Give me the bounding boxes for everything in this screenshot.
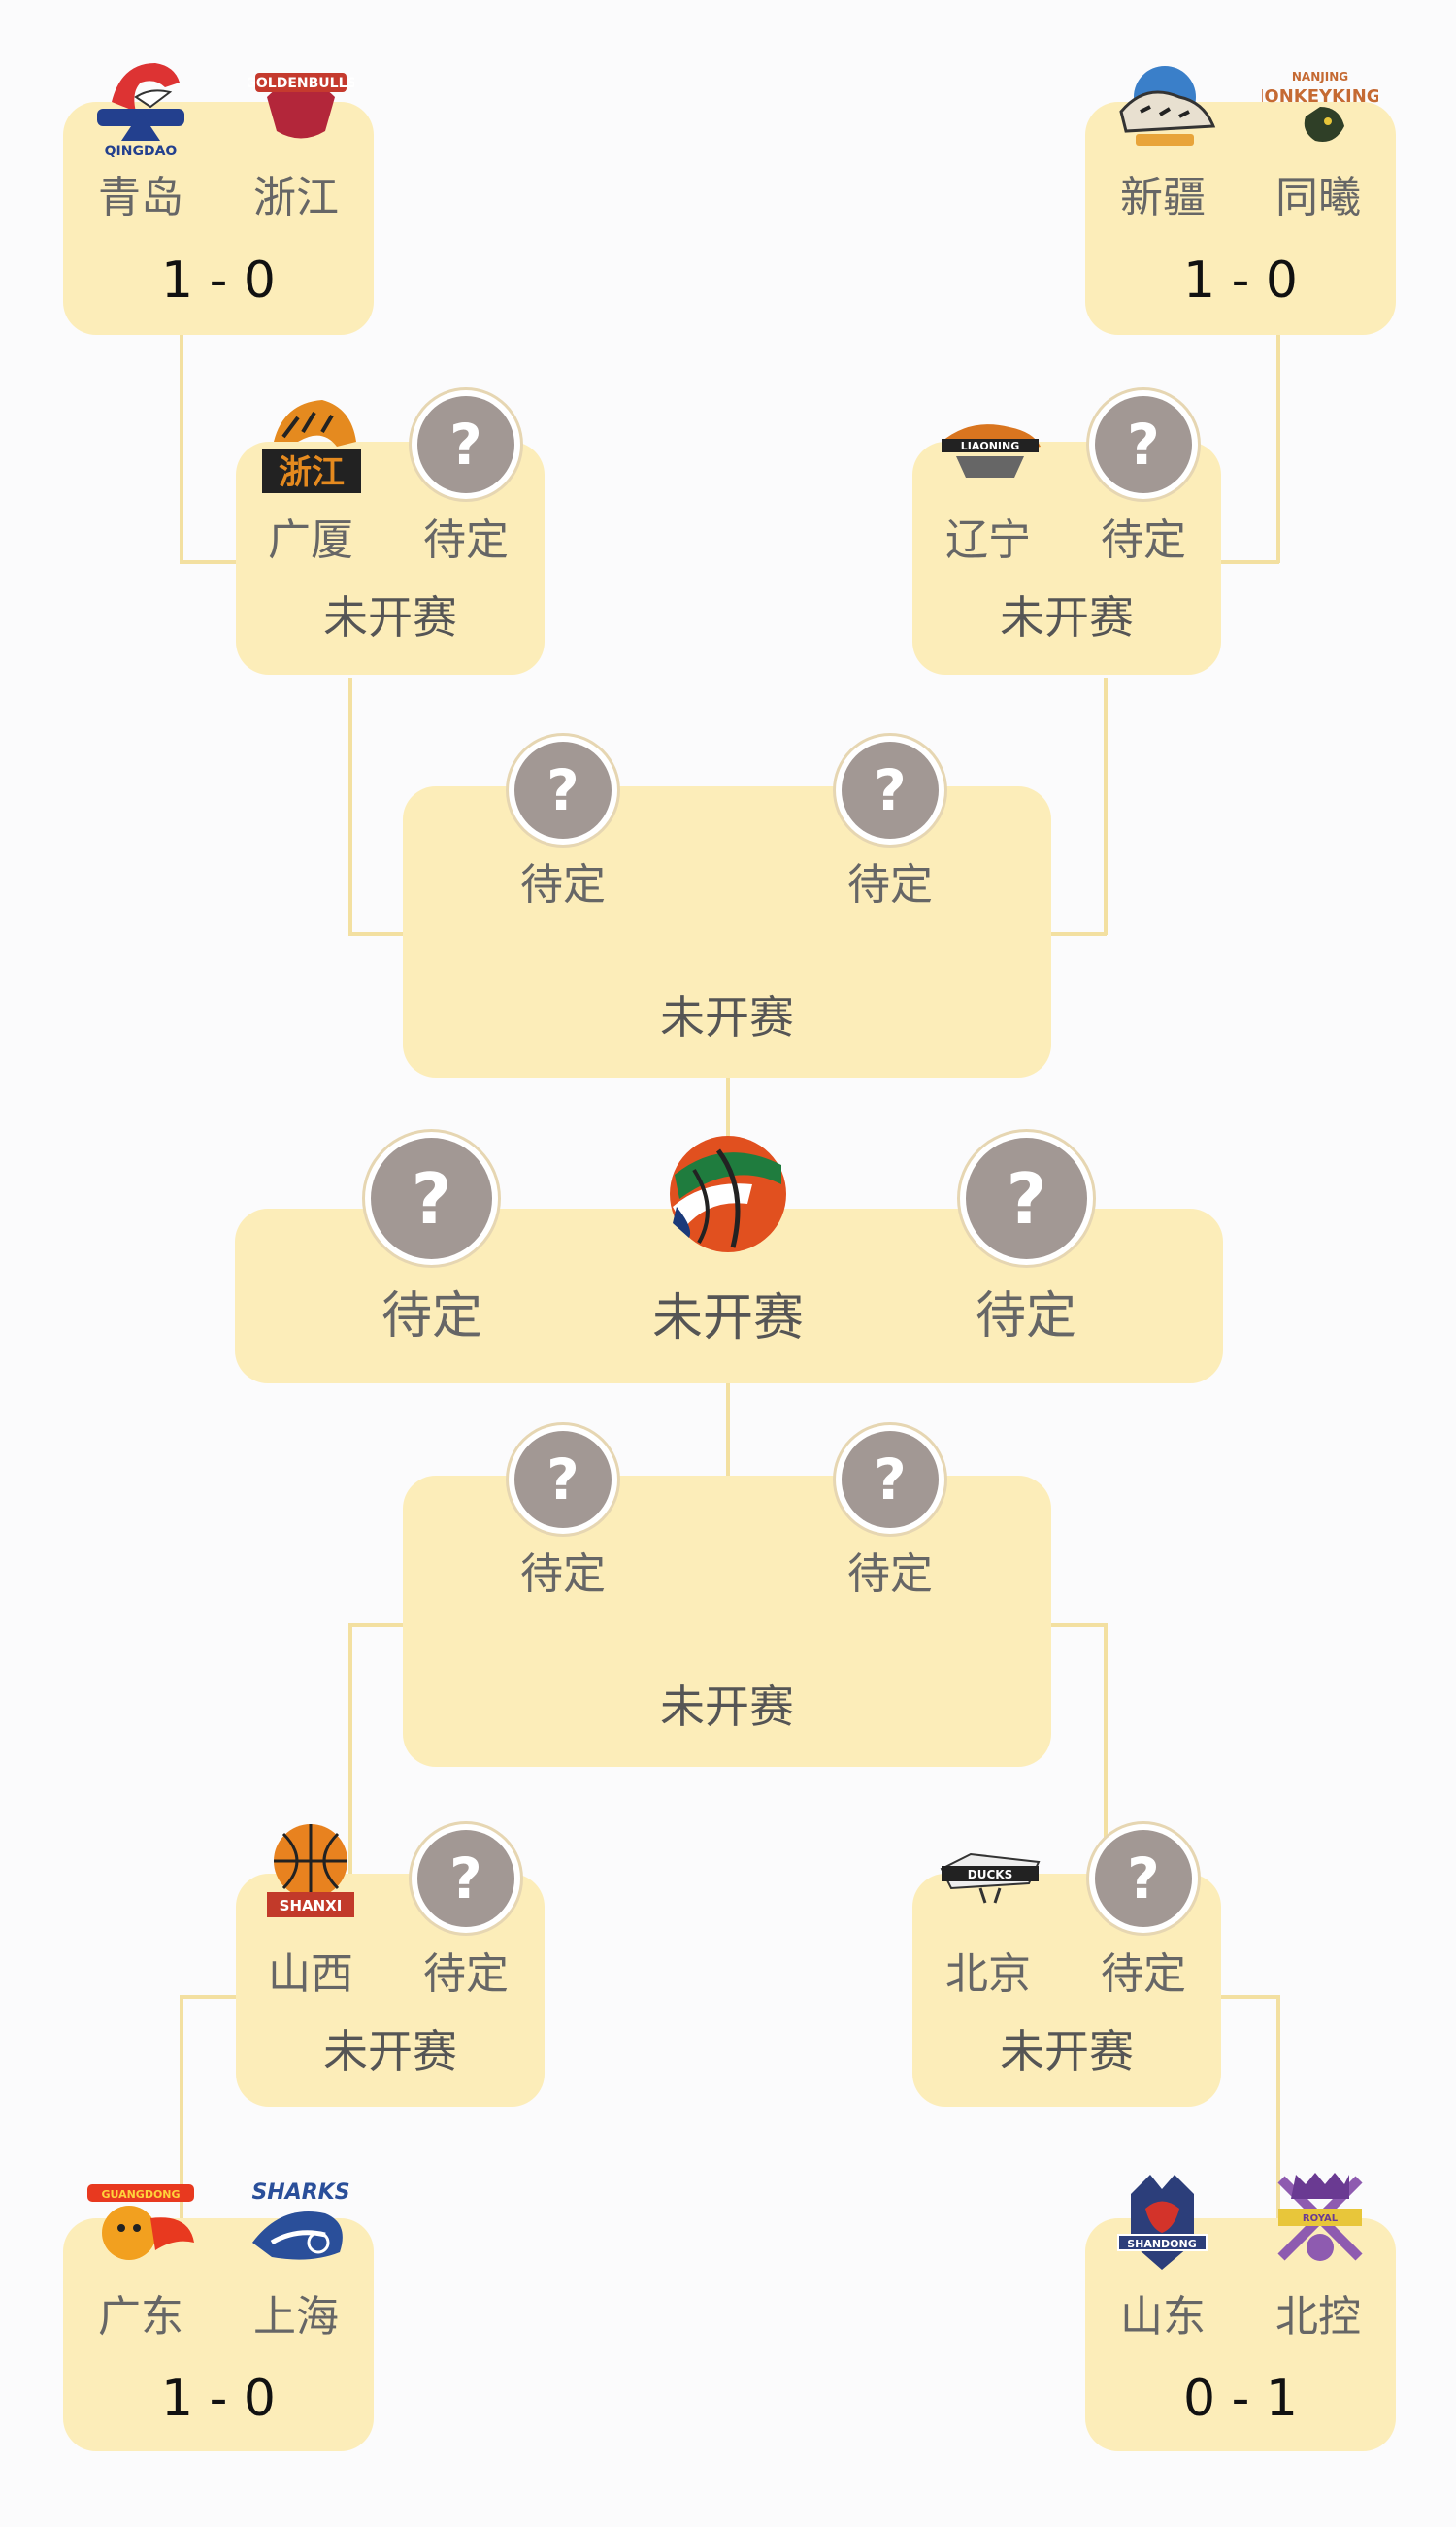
connector-line	[1221, 1995, 1279, 1999]
zhejiang-guangsha-lions-logo: 浙江	[254, 388, 369, 503]
connector-line	[180, 1995, 183, 2233]
team-name-xinjiang: 新疆	[1120, 173, 1206, 222]
team-name-shanghai: 上海	[253, 2292, 339, 2342]
team-name-liaoning: 辽宁	[945, 515, 1031, 565]
svg-text:浙江: 浙江	[279, 453, 345, 492]
match-card-semi-top[interactable]	[403, 786, 1051, 1078]
connector-line	[1276, 335, 1280, 563]
team-name-guangsha: 广厦	[268, 515, 353, 565]
team-name-pending: 待定	[423, 515, 509, 565]
match-card-shandong-beikong[interactable]	[1085, 2218, 1396, 2451]
connector-line	[180, 335, 183, 563]
match-score: 0 - 1	[1183, 2370, 1298, 2428]
svg-text:SHANDONG: SHANDONG	[1127, 2238, 1197, 2250]
connector-line	[348, 932, 407, 936]
pending-team-icon: ?	[417, 1830, 514, 1927]
connector-line	[1221, 560, 1279, 564]
team-name-beijing: 北京	[945, 1949, 1031, 1999]
beijing-royal-fighters-logo: ROYAL	[1267, 2165, 1373, 2277]
connector-line	[348, 1623, 352, 1876]
svg-text:NANJING: NANJING	[1292, 70, 1348, 83]
team-name-pending: 待定	[1101, 1949, 1186, 1999]
connector-line	[1276, 1995, 1280, 2233]
team-name-pending: 待定	[847, 860, 933, 910]
connector-line	[180, 1995, 238, 1999]
pending-team-icon: ?	[514, 1431, 612, 1528]
cba-basketball-logo	[665, 1131, 791, 1262]
team-name-zhejiang: 浙江	[253, 173, 339, 222]
zhejiang-golden-bulls-logo: GOLDENBULLS	[248, 53, 354, 150]
team-name-guangdong: 广东	[98, 2292, 183, 2342]
pending-team-icon: ?	[966, 1138, 1087, 1259]
svg-text:GOLDENBULLS: GOLDENBULLS	[248, 76, 354, 91]
svg-text:SHARKS: SHARKS	[251, 2180, 349, 2205]
match-score: 1 - 0	[161, 2370, 276, 2428]
pending-team-icon: ?	[1095, 396, 1192, 493]
team-name-pending: 待定	[381, 1287, 482, 1346]
connector-line	[1104, 678, 1108, 935]
connector-line	[726, 1383, 730, 1485]
shandong-heroes-logo: SHANDONG	[1107, 2165, 1218, 2277]
connector-line	[348, 678, 352, 935]
pending-team-icon: ?	[1095, 1830, 1192, 1927]
pending-team-icon: ?	[842, 1431, 939, 1528]
svg-text:LIAONING: LIAONING	[961, 440, 1020, 452]
team-name-beikong: 北控	[1275, 2292, 1361, 2342]
team-name-pending: 待定	[520, 860, 606, 910]
pending-team-icon: ?	[371, 1138, 492, 1259]
qingdao-eagle-logo: QINGDAO	[83, 49, 199, 160]
match-status: 未开赛	[323, 2025, 457, 2078]
connector-line	[1104, 1623, 1108, 1876]
team-name-tongxi: 同曦	[1275, 173, 1361, 222]
team-name-pending: 待定	[847, 1549, 933, 1599]
match-card-semi-bottom[interactable]	[403, 1476, 1051, 1767]
svg-text:DUCKS: DUCKS	[968, 1868, 1012, 1881]
svg-text:MONKEYKINGS: MONKEYKINGS	[1262, 86, 1378, 107]
pending-team-icon: ?	[417, 396, 514, 493]
beijing-ducks-logo: DUCKS	[932, 1845, 1048, 1912]
nanjing-monkey-kings-logo: NANJING MONKEYKINGS	[1262, 63, 1378, 150]
svg-text:SHANXI: SHANXI	[280, 1897, 343, 1914]
team-name-pending: 待定	[1101, 515, 1186, 565]
connector-line	[1048, 932, 1107, 936]
pending-team-icon: ?	[514, 742, 612, 839]
xinjiang-tigers-logo	[1107, 58, 1223, 150]
pending-team-icon: ?	[842, 742, 939, 839]
liaoning-flying-leopards-logo: LIAONING	[932, 408, 1048, 485]
team-name-qingdao: 青岛	[98, 173, 183, 222]
svg-text:ROYAL: ROYAL	[1303, 2213, 1339, 2224]
match-status: 未开赛	[1000, 2025, 1134, 2078]
team-name-shanxi: 山西	[268, 1949, 353, 1999]
svg-text:QINGDAO: QINGDAO	[105, 144, 178, 159]
match-status: 未开赛	[660, 991, 794, 1044]
match-card-qingdao-zhejiang[interactable]	[63, 102, 374, 335]
team-name-pending: 待定	[975, 1287, 1076, 1346]
shanghai-sharks-logo: SHARKS	[243, 2175, 359, 2272]
connector-line	[348, 1623, 407, 1627]
shanxi-loongs-logo: SHANXI	[262, 1820, 359, 1927]
connector-line	[180, 560, 238, 564]
match-status: 未开赛	[1000, 591, 1134, 644]
team-name-pending: 待定	[520, 1549, 606, 1599]
team-name-pending: 待定	[423, 1949, 509, 1999]
connector-line	[1048, 1623, 1107, 1627]
match-status: 未开赛	[323, 591, 457, 644]
match-score: 1 - 0	[161, 251, 276, 310]
match-status: 未开赛	[660, 1680, 794, 1733]
match-score: 1 - 0	[1183, 251, 1298, 310]
match-status-final: 未开赛	[651, 1289, 804, 1347]
guangdong-southern-tigers-logo: GUANGDONG	[83, 2175, 199, 2272]
svg-text:GUANGDONG: GUANGDONG	[101, 2188, 180, 2201]
team-name-shandong: 山东	[1120, 2292, 1206, 2342]
